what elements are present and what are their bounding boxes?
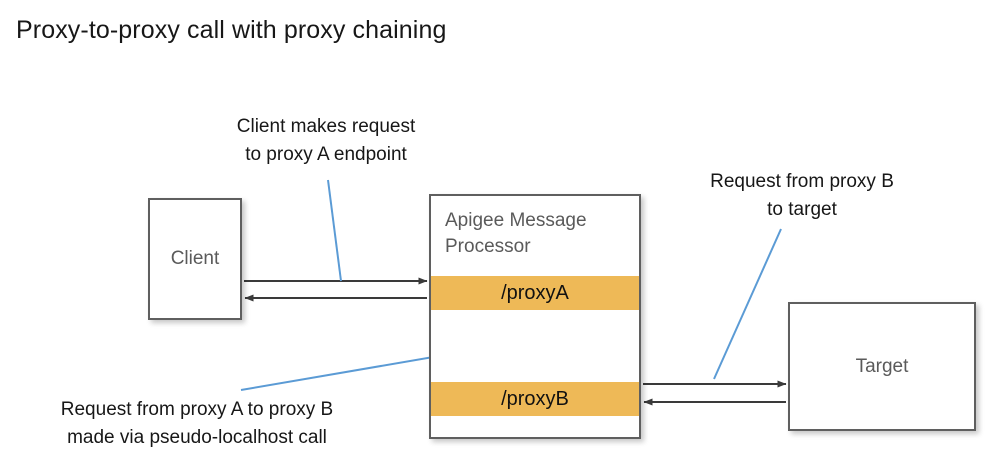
- proxy-b-band[interactable]: /proxyB: [431, 382, 639, 416]
- message-processor-title: Apigee Message Processor: [445, 210, 587, 258]
- target-label: Target: [855, 355, 909, 377]
- annotation-target-request: Request from proxy B to target: [710, 171, 894, 220]
- page-title: Proxy-to-proxy call with proxy chaining: [16, 16, 447, 44]
- message-processor-node[interactable]: Apigee Message Processor /proxyA /proxyB: [429, 194, 641, 439]
- client-node[interactable]: Client: [148, 198, 242, 320]
- proxy-a-label: /proxyA: [501, 281, 569, 304]
- client-label: Client: [170, 248, 220, 269]
- proxy-b-label: /proxyB: [501, 387, 569, 410]
- leader-line-target-request: [713, 228, 782, 380]
- proxy-a-band[interactable]: /proxyA: [431, 276, 639, 310]
- target-node[interactable]: Target: [788, 302, 976, 431]
- annotation-client-request: Client makes request to proxy A endpoint: [236, 116, 416, 165]
- leader-line-client-request: [327, 179, 342, 282]
- annotation-proxy-chain: Request from proxy A to proxy B made via…: [60, 399, 334, 448]
